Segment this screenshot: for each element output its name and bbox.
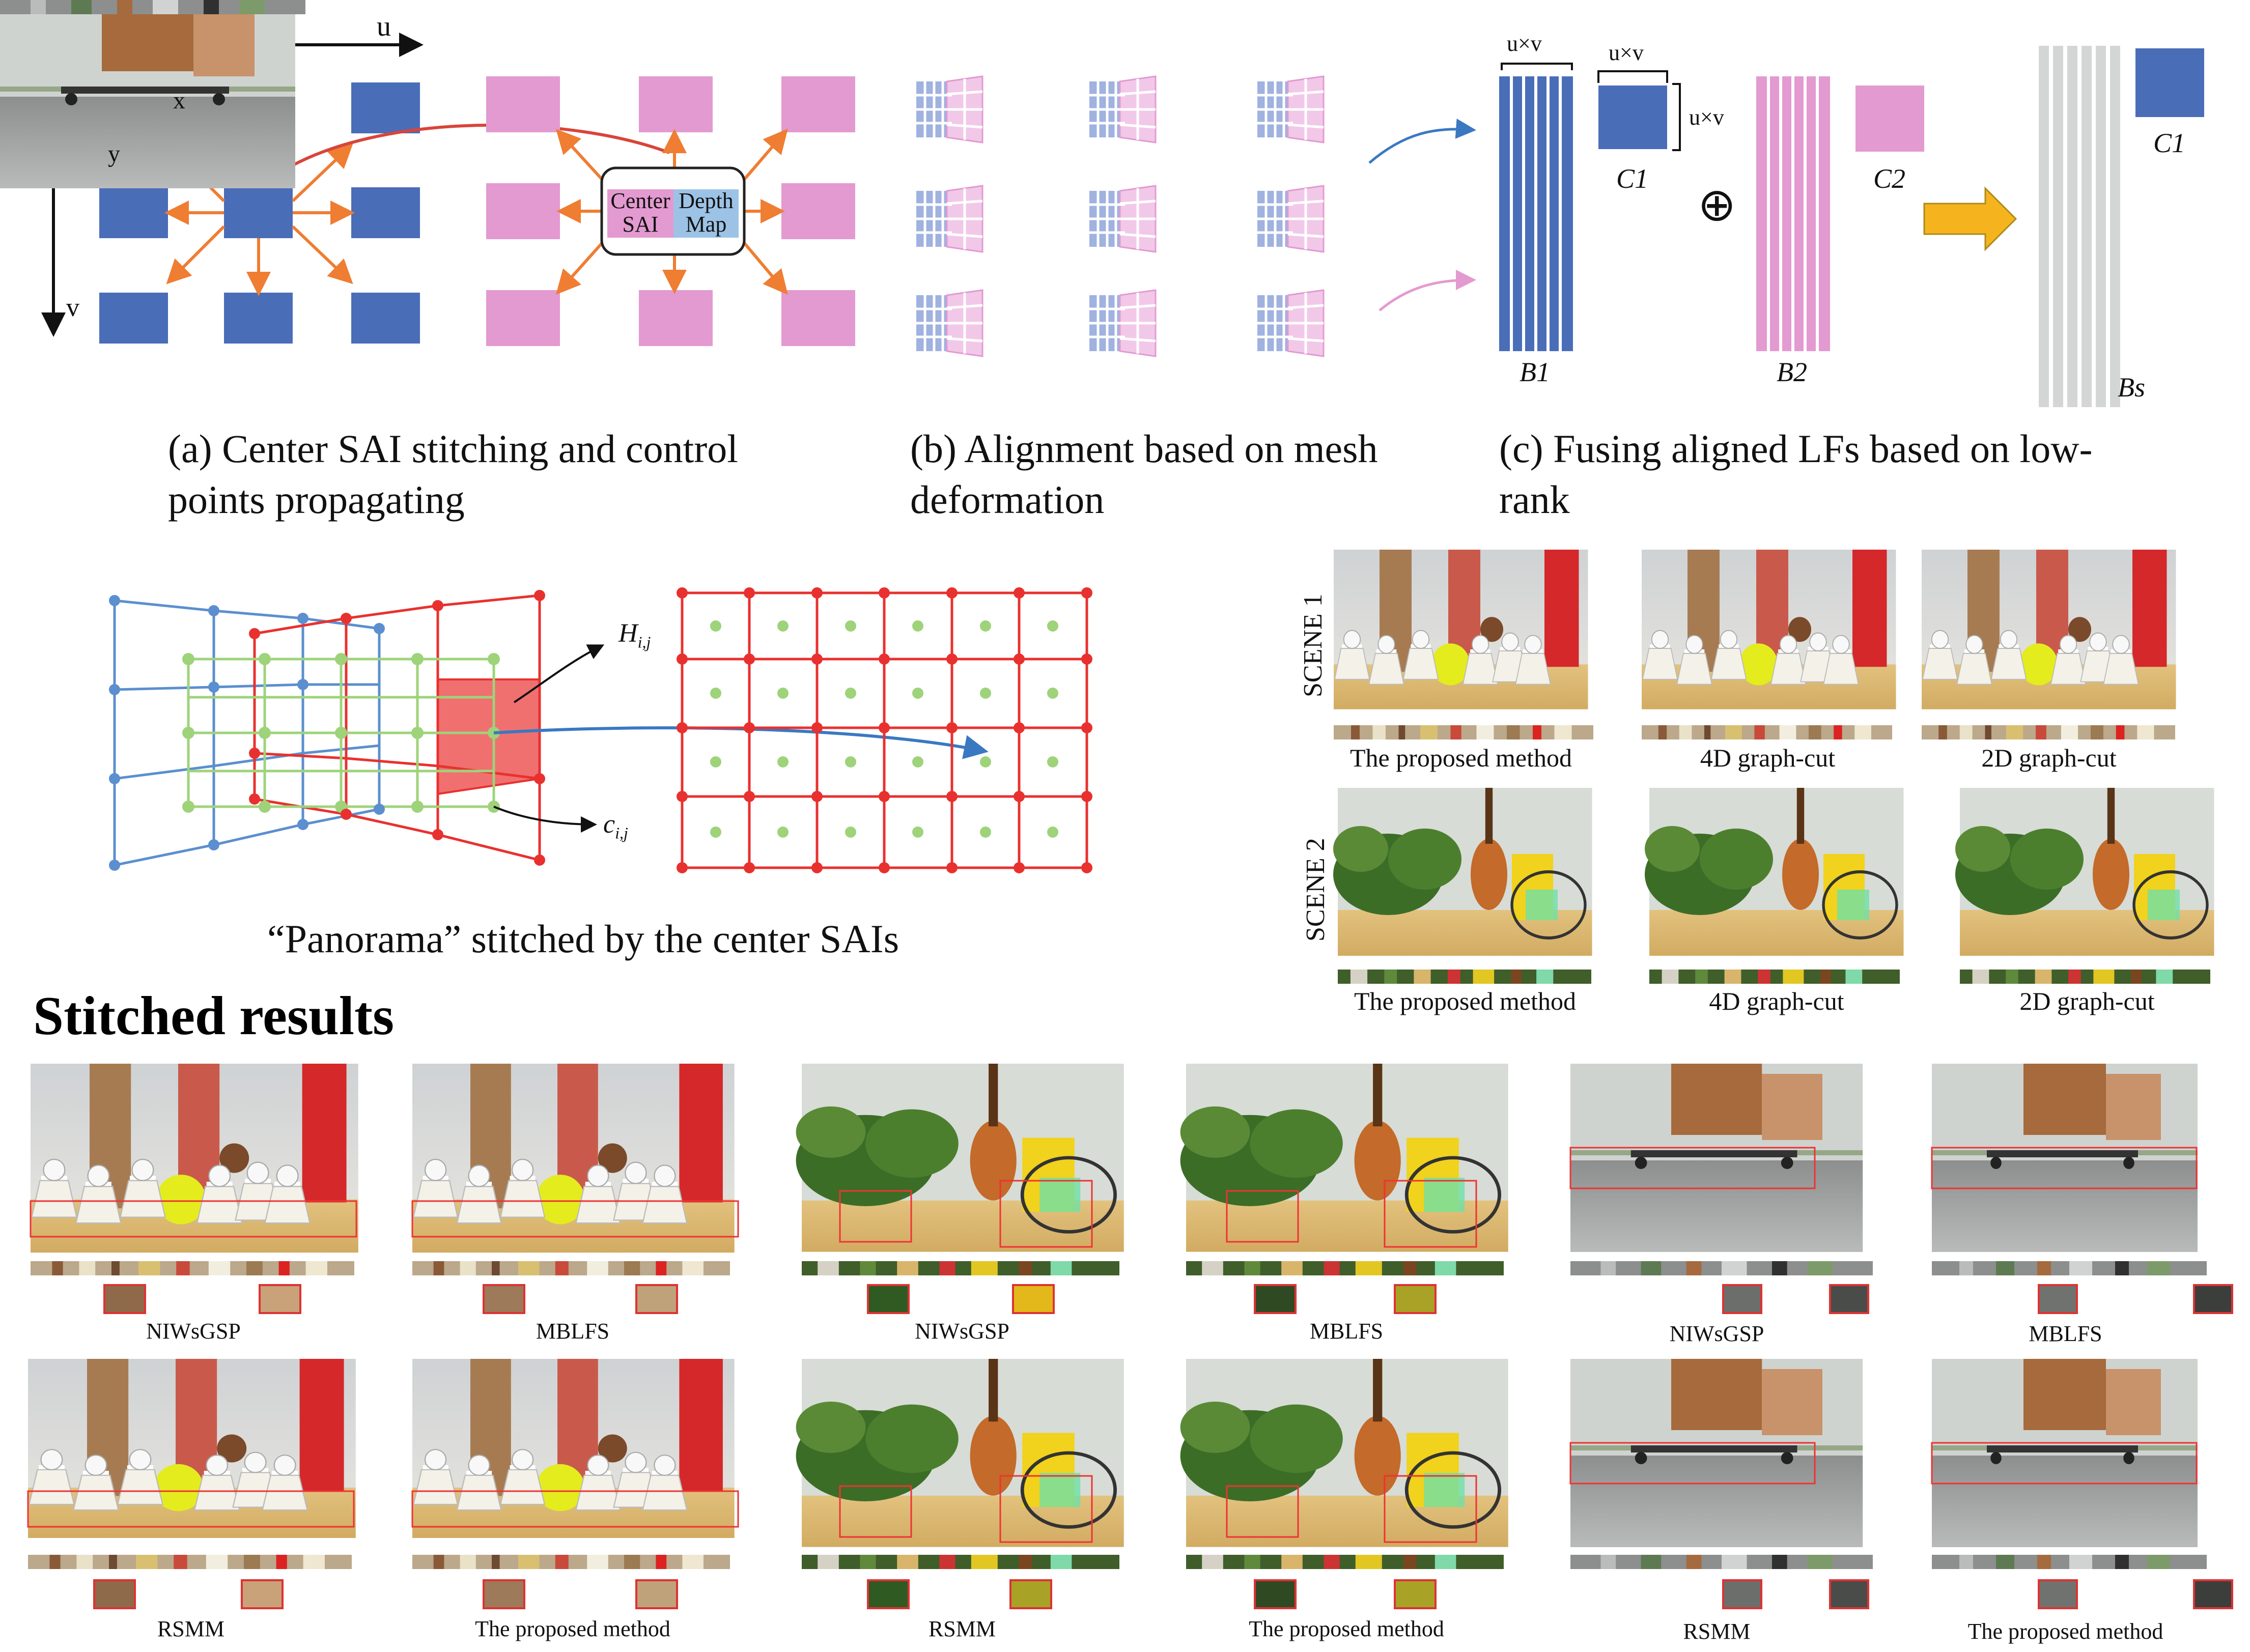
scene-1-label: SCENE 1 — [1299, 593, 1328, 697]
panorama-mesh-left — [109, 590, 545, 871]
axis-y-label: y — [108, 140, 120, 167]
scene1-label-4d: 4D graph-cut — [1700, 744, 1836, 772]
caption-c: (c) Fusing aligned LFs based on low-rank — [1499, 426, 2093, 522]
scene2-label-2d: 2D graph-cut — [2019, 987, 2155, 1015]
c1-right-label: C1 — [2153, 128, 2186, 158]
bs-label: Bs — [2118, 372, 2145, 403]
result-label-r2-c6: The proposed method — [1967, 1619, 2163, 1644]
c-label-sub: i,j — [615, 823, 628, 842]
h-pointer — [513, 644, 605, 703]
c-label: ci,j — [603, 809, 628, 842]
result-label-r2-c4: The proposed method — [1249, 1616, 1444, 1641]
depth-map-label: Depth Map — [679, 188, 734, 237]
result-label-r1-c3: NIWsGSP — [915, 1319, 1009, 1344]
caption-b: (b) Alignment based on mesh deformation — [910, 426, 1378, 522]
c1-block — [1598, 86, 1667, 149]
b2-label: B2 — [1777, 357, 1807, 387]
pink-propagation-arrows — [555, 128, 788, 295]
stitched-results-images — [28, 1064, 2207, 1569]
result-label-r1-c6: MBLFS — [2029, 1321, 2102, 1346]
scene2-label-4d: 4D graph-cut — [1709, 987, 1844, 1015]
c-pointer — [493, 806, 597, 833]
pink-arrow-to-b1 — [1379, 270, 1476, 311]
scene1-label-proposed: The proposed method — [1349, 744, 1572, 772]
stitched-results-title: Stitched results — [33, 986, 395, 1046]
scene2-label-proposed: The proposed method — [1354, 987, 1576, 1015]
caption-panorama: “Panorama” stitched by the center SAIs — [267, 917, 899, 961]
result-label-r2-c3: RSMM — [928, 1616, 996, 1641]
result-label-r1-c2: MBLFS — [536, 1319, 610, 1344]
caption-a: (a) Center SAI stitching and control poi… — [168, 426, 738, 522]
plus-symbol: ⊕ — [1698, 180, 1736, 231]
c1-right-block — [2135, 48, 2204, 117]
b1-label: B1 — [1520, 357, 1550, 387]
scene-2-label: SCENE 2 — [1301, 838, 1330, 942]
uxv-side-label: u×v — [1689, 105, 1724, 130]
c2-block — [1855, 86, 1924, 152]
result-label-r2-c5: RSMM — [1683, 1619, 1751, 1644]
gold-arrow — [1923, 186, 2017, 251]
red-curved-arrow — [260, 123, 670, 187]
blue-arrow-to-b1 — [1368, 118, 1476, 164]
h-label-main: H — [618, 619, 638, 648]
axis-v-label: v — [66, 293, 79, 322]
center-sai-depth-box — [600, 166, 746, 256]
uxv-brackets — [1501, 63, 1681, 151]
panorama-mesh-right — [677, 587, 1092, 873]
red-region-boxes — [27, 1147, 2198, 1543]
bs-matrix — [2039, 46, 2120, 407]
c2-label: C2 — [1873, 163, 1906, 194]
mapping-arrow — [493, 726, 989, 759]
h-label-sub: i,j — [637, 633, 651, 651]
uxv-top-label: u×v — [1507, 31, 1542, 56]
c-label-main: c — [603, 810, 615, 839]
b2-matrix — [1756, 76, 1830, 351]
pink-sai-grid — [486, 76, 855, 346]
b1-matrix — [1499, 76, 1573, 351]
result-label-r1-c1: NIWsGSP — [146, 1319, 241, 1344]
axis-x-label: x — [173, 87, 185, 114]
zoom-patches — [93, 1284, 2233, 1609]
scene1-label-2d: 2D graph-cut — [1981, 744, 2117, 772]
result-label-r1-c4: MBLFS — [1309, 1319, 1384, 1344]
result-label-r2-c1: RSMM — [157, 1616, 225, 1641]
uxv-small-top-label: u×v — [1609, 40, 1644, 65]
result-label-r2-c2: The proposed method — [475, 1616, 670, 1641]
c1-label: C1 — [1616, 163, 1649, 194]
axis-u-label: u — [377, 11, 391, 42]
h-label: Hi,j — [618, 618, 651, 651]
center-sai-label: Center SAI — [610, 188, 670, 237]
result-label-r1-c5: NIWsGSP — [1669, 1321, 1764, 1346]
